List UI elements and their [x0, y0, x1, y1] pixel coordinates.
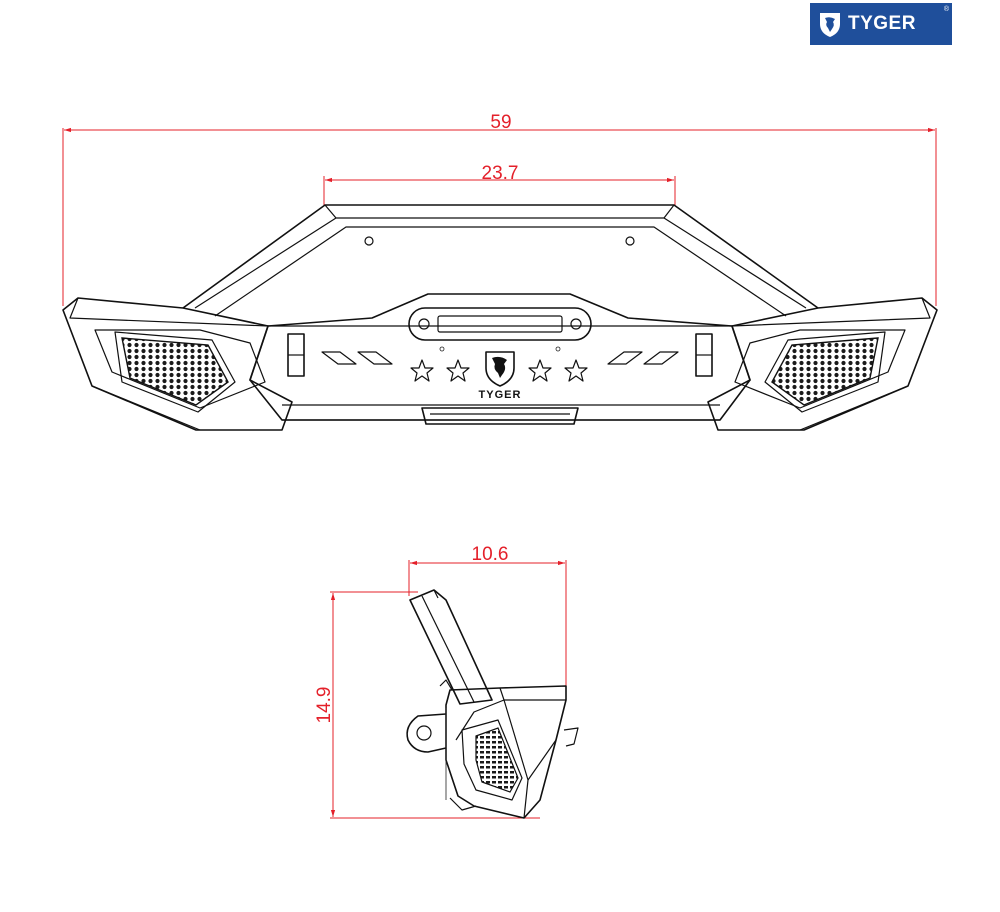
bumper-side-view [406, 589, 579, 819]
brand-logo: TYGER ® [810, 3, 952, 45]
star-icon [528, 359, 552, 382]
dimension-side-depth: 10.6 [408, 544, 567, 690]
star-icon [410, 359, 434, 382]
overall-width-label: 59 [490, 112, 511, 133]
star-icon [564, 359, 588, 382]
star-icon [446, 359, 470, 382]
brand-name: TYGER [848, 13, 916, 34]
tiger-shield-icon [820, 13, 840, 37]
registered-mark: ® [943, 6, 949, 13]
side-depth-label: 10.6 [472, 544, 509, 565]
dimension-center-width: 23.7 [323, 163, 676, 206]
side-height-label: 14.9 [314, 687, 335, 724]
dimension-side-height: 14.9 [314, 591, 540, 819]
dimension-overall-width: 59 [62, 112, 937, 306]
bumper-front-view: TYGER [62, 204, 938, 431]
winch-fairlead [408, 307, 592, 352]
tiger-emblem-icon [485, 351, 515, 387]
center-width-label: 23.7 [482, 163, 519, 184]
bumper-badge-text: TYGER [479, 389, 522, 401]
